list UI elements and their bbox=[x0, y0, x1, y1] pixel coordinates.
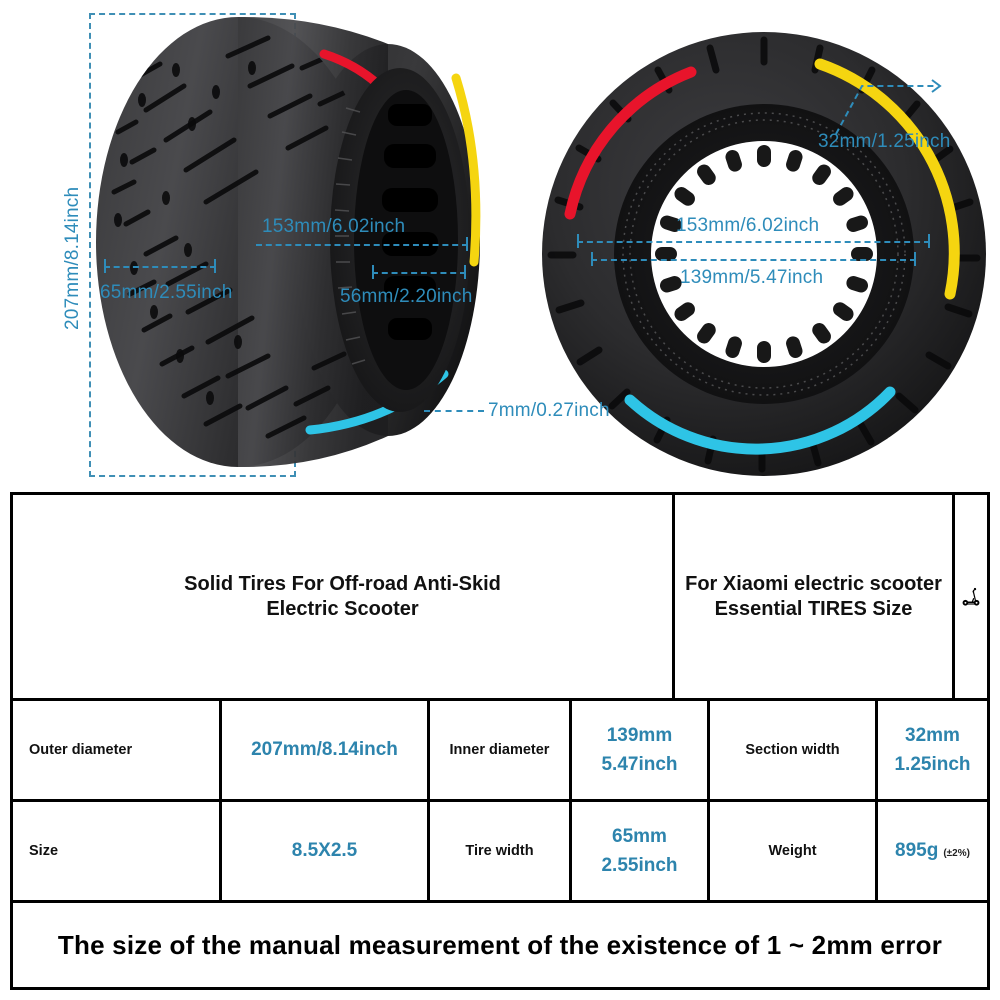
compatibility-line2: Essential TIRES Size bbox=[714, 597, 913, 620]
cell-value-inner-diameter: 139mm 5.47inch bbox=[572, 701, 710, 799]
cell-value-section-width: 32mm 1.25inch bbox=[878, 701, 987, 799]
inner-diameter-inch: 5.47inch bbox=[601, 754, 678, 775]
dim-tick-139-l bbox=[591, 252, 593, 266]
cell-value-size: 8.5X2.5 bbox=[222, 802, 430, 900]
dim-tick-153-right-l bbox=[577, 234, 579, 248]
solid-tire-front-view bbox=[542, 32, 986, 476]
dim-outer-diameter: 207mm/8.14inch bbox=[62, 186, 83, 330]
table-header-row: Solid Tires For Off-road Anti-Skid Elect… bbox=[13, 495, 987, 701]
section-width-inch: 1.25inch bbox=[894, 754, 971, 775]
product-title: Solid Tires For Off-road Anti-Skid Elect… bbox=[184, 572, 501, 622]
inner-diameter-mm: 139mm bbox=[606, 724, 673, 746]
dim-tick-tire-width-left bbox=[104, 259, 106, 273]
tire-width-mm: 65mm bbox=[612, 825, 667, 847]
cell-label-tire-width: Tire width bbox=[430, 802, 572, 900]
compatibility-line1: For Xiaomi electric scooter bbox=[685, 572, 942, 595]
dim-line-tire-width bbox=[104, 266, 216, 268]
cell-label-inner-diameter: Inner diameter bbox=[430, 701, 572, 799]
dim-line-hole-span bbox=[372, 272, 466, 274]
solid-tire-side-view bbox=[96, 16, 481, 468]
section-width-mm: 32mm bbox=[905, 724, 960, 746]
dim-tick-tire-width-right bbox=[214, 259, 216, 273]
weight-value: 895g bbox=[895, 840, 939, 862]
product-diagram-area: 207mm/8.14inch 65mm/2.55inch 153mm/6.02i… bbox=[0, 0, 1000, 488]
dim-leader-section-width bbox=[835, 79, 942, 135]
weight-tolerance: (±2%) bbox=[943, 848, 970, 860]
stripe-cyan bbox=[624, 386, 896, 455]
product-title-line2: Electric Scooter bbox=[266, 597, 419, 620]
dim-tire-width: 65mm/2.55inch bbox=[100, 282, 233, 303]
table-footer-row: The size of the manual measurement of th… bbox=[13, 903, 987, 987]
cell-value-outer-diameter: 207mm/8.14inch bbox=[222, 701, 430, 799]
dim-line-inner-153-right bbox=[577, 241, 930, 243]
cell-value-tire-width: 65mm 2.55inch bbox=[572, 802, 710, 900]
cell-label-weight: Weight bbox=[710, 802, 878, 900]
dim-tread-depth: 7mm/0.27inch bbox=[488, 400, 610, 421]
dim-line-inner-139 bbox=[591, 259, 916, 261]
measurement-disclaimer: The size of the manual measurement of th… bbox=[57, 929, 943, 960]
cell-value-weight: 895g (±2%) bbox=[878, 802, 987, 900]
dim-tick-inner-153-left bbox=[466, 237, 468, 251]
table-row: Outer diameter 207mm/8.14inch Inner diam… bbox=[13, 701, 987, 802]
dim-line-inner-153-left bbox=[256, 244, 468, 246]
dim-tick-153-right-r bbox=[928, 234, 930, 248]
cell-label-outer-diameter: Outer diameter bbox=[13, 701, 222, 799]
dim-tick-hole-span-left bbox=[372, 265, 374, 279]
dim-hole-span: 56mm/2.20inch bbox=[340, 286, 473, 307]
stripe-red bbox=[564, 66, 697, 220]
specification-table: Solid Tires For Off-road Anti-Skid Elect… bbox=[10, 492, 990, 990]
compatibility-title: For Xiaomi electric scooter Essential TI… bbox=[685, 572, 942, 622]
electric-scooter-icon bbox=[962, 587, 980, 606]
product-title-line1: Solid Tires For Off-road Anti-Skid bbox=[184, 572, 501, 595]
dim-line-tread-depth bbox=[424, 410, 484, 412]
tire-width-inch: 2.55inch bbox=[601, 855, 678, 876]
measurement-disclaimer-cell: The size of the manual measurement of th… bbox=[13, 903, 987, 987]
table-row: Size 8.5X2.5 Tire width 65mm 2.55inch We… bbox=[13, 802, 987, 903]
header-compatibility-cell: For Xiaomi electric scooter Essential TI… bbox=[675, 495, 955, 698]
dim-section-width: 32mm/1.25inch bbox=[818, 131, 951, 152]
dim-inner-diameter-left: 153mm/6.02inch bbox=[262, 216, 406, 237]
dim-inner-diameter-139: 139mm/5.47inch bbox=[680, 267, 824, 288]
cell-label-size: Size bbox=[13, 802, 222, 900]
dim-inner-diameter-right: 153mm/6.02inch bbox=[676, 215, 820, 236]
header-product-title-cell: Solid Tires For Off-road Anti-Skid Elect… bbox=[13, 495, 675, 698]
dim-tick-139-r bbox=[914, 252, 916, 266]
dim-tick-hole-span-right bbox=[464, 265, 466, 279]
cell-label-section-width: Section width bbox=[710, 701, 878, 799]
stripe-yellow bbox=[814, 58, 960, 300]
stripe-yellow bbox=[451, 73, 481, 267]
header-scooter-icon-cell bbox=[955, 495, 987, 698]
